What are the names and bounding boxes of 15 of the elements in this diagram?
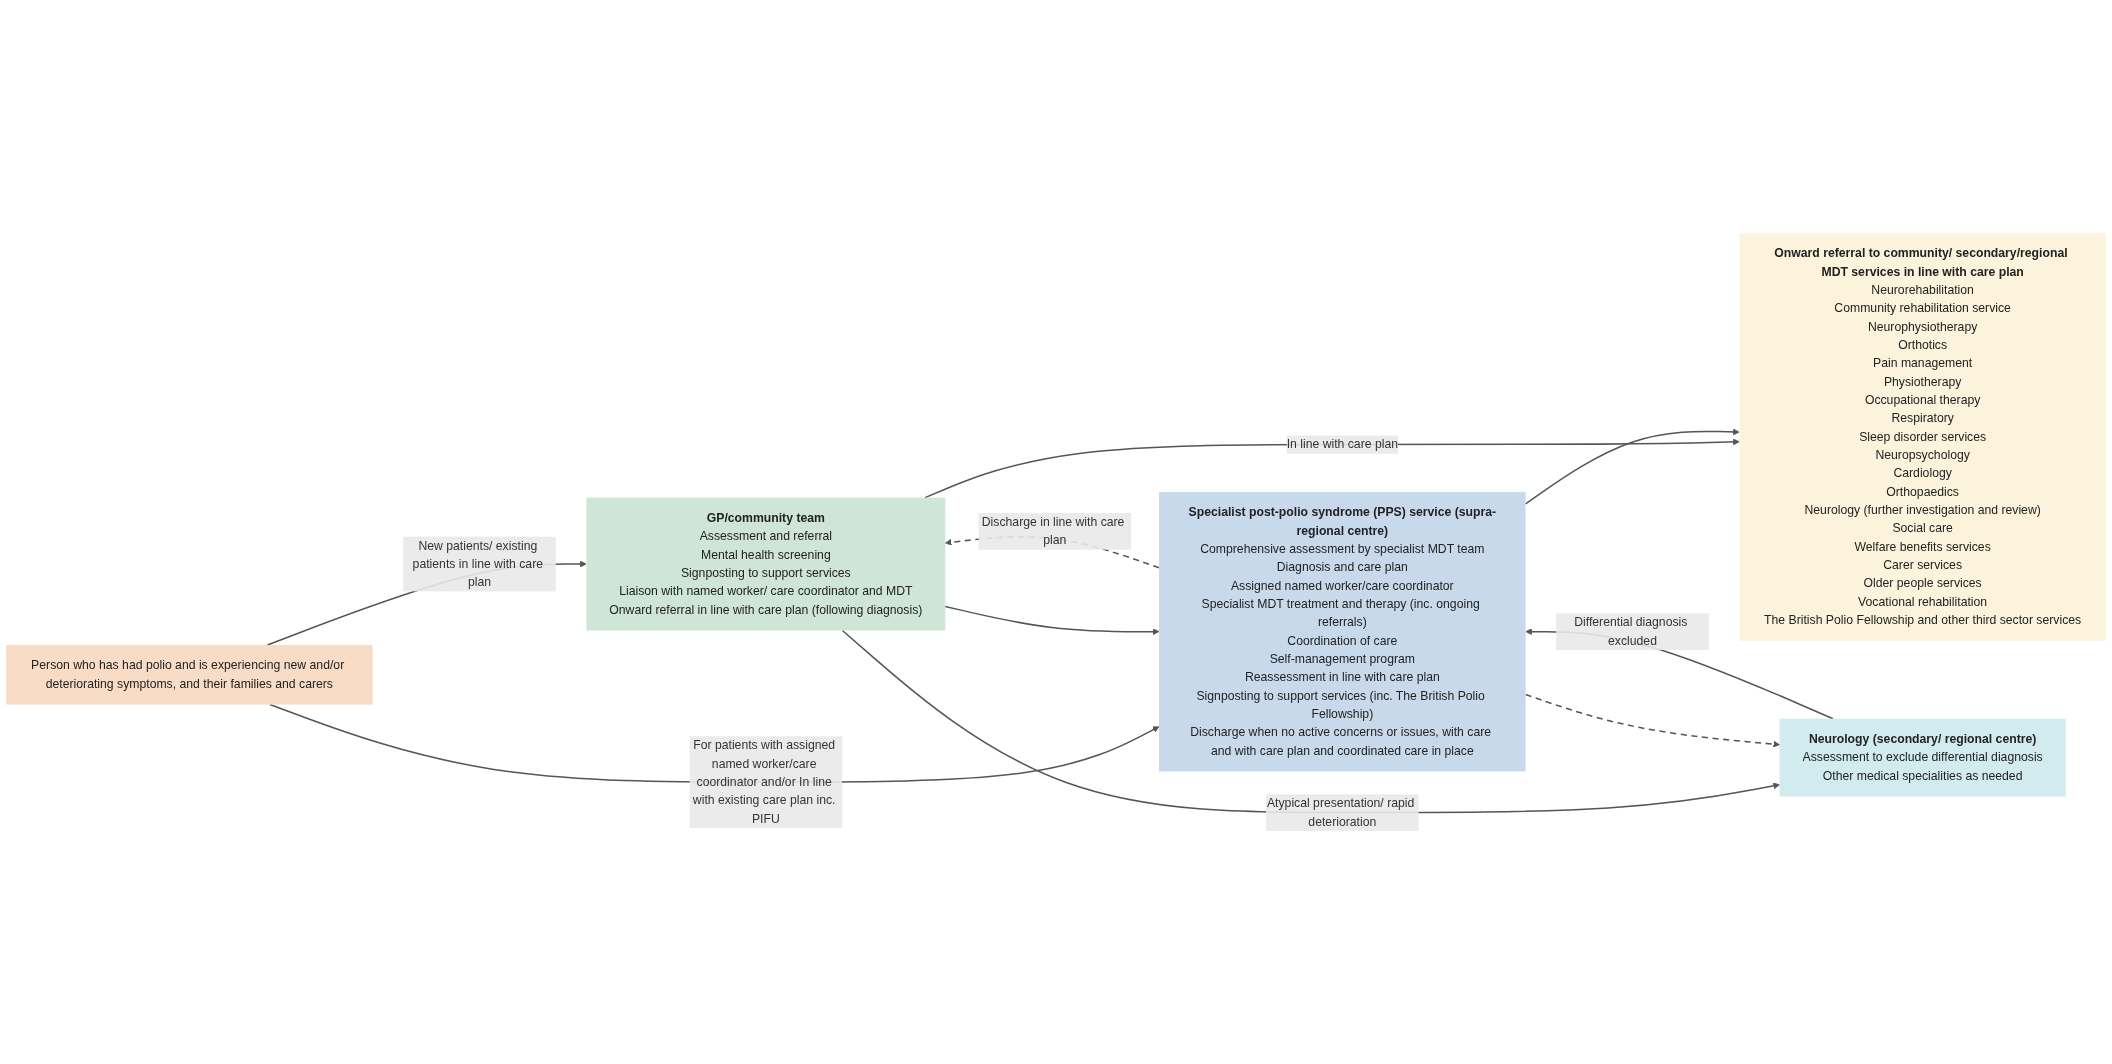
- edge-label: Discharge in line with care plan: [981, 515, 1125, 547]
- node-box: Neurology (secondary/ regional centre) Assessment to exclude differential diagnosis Other medical specialities as needed: [1779, 718, 2066, 797]
- edge-label: Differential diagnosis excluded: [1574, 615, 1688, 647]
- edge-label: For patients with assigned named worker/care coordinator and/or In line with existing care plan inc. PIFU: [692, 738, 836, 825]
- arrow: [841, 629, 1780, 814]
- edge-label: In line with care plan: [1286, 437, 1399, 451]
- node-box: Onward referral to community/ secondary/regional MDT services in line with care plan Neurorehabilitation Community rehabilitation service Neurophysiotherapy Orthotics Pain management Physiotherapy Occupational therapy Respiratory Sleep disorder services Neuropsychology Cardiology Orthopaedics Neurology (further investigation and review) Social care Welfare benefits services Carer services Older people services Vocational rehabilitation The British Polio Fellowship and other third sector services: [1739, 233, 2106, 641]
- arrow: [1524, 693, 1780, 748]
- edge-label: Atypical presentation/ rapid deterioration: [1266, 796, 1415, 828]
- node-box: Person who has had polio and is experiencing new and/or deteriorating symptoms, and their families and carers: [6, 645, 373, 705]
- edge-label: New patients/ existing patients in line with care plan: [412, 538, 544, 589]
- node-box: Specialist post-polio syndrome (PPS) service (supra-regional centre) Comprehensive assessment by specialist MDT team Diagnosis and care plan Assigned named worker/care coordinator Specialist MDT treatment and therapy (inc. ongoing referrals) Coordination of care Self-management program Reassessment in line with care plan Signposting to support services (inc. The British Polio Fellowship) Discharge when no active concerns or issues, with care and with care plan and coordinated care in place: [1159, 491, 1526, 772]
- arrow: [944, 605, 1160, 635]
- node-box: GP/community team Assessment and referral Mental health screening Signposting to support services Liaison with named worker/ care coordinator and MDT Onward referral in line with care plan (following diagnosis): [586, 497, 946, 631]
- arrow: [1524, 428, 1740, 505]
